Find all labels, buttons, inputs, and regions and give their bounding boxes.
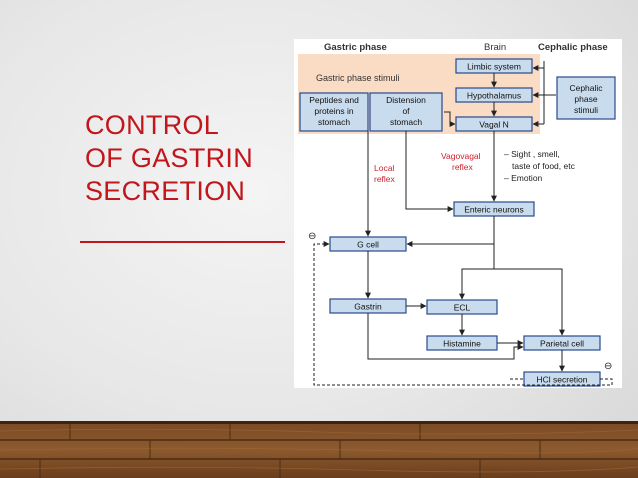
peptides-line-3: stomach bbox=[318, 117, 350, 127]
gastrin-to-parietal-arrow bbox=[367, 313, 524, 360]
distension-line-2: of bbox=[402, 106, 410, 116]
limbic-system-label: Limbic system bbox=[467, 62, 521, 72]
gastric-stimuli-label: Gastric phase stimuli bbox=[316, 73, 400, 83]
peptides-line-2: proteins in bbox=[314, 106, 353, 116]
cephalic-list-line-3: – Emotion bbox=[504, 173, 543, 183]
hcl-secretion-label: HCl secretion bbox=[536, 375, 587, 385]
gastrin-control-diagram: Gastric phase Brain Cephalic phase Gastr… bbox=[294, 39, 622, 388]
ecl-label: ECL bbox=[454, 303, 471, 313]
floor-top-edge bbox=[0, 421, 638, 424]
enteric-to-parietal-arrow bbox=[494, 268, 565, 336]
cephalic-list-line-1: – Sight , smell, bbox=[504, 149, 560, 159]
title-line-3: SECRETION bbox=[85, 176, 246, 206]
peptides-line-1: Peptides and bbox=[309, 95, 359, 105]
g-cell-label: G cell bbox=[357, 240, 379, 250]
title-underline bbox=[80, 241, 285, 243]
vagal-n-label: Vagal N bbox=[479, 120, 509, 130]
local-reflex-line-1: Local bbox=[374, 163, 394, 173]
inhibit-icon-left: ⊖ bbox=[308, 231, 316, 242]
vagovagal-reflex-line-2: reflex bbox=[452, 162, 474, 172]
header-cephalic-phase: Cephalic phase bbox=[538, 42, 608, 53]
distension-line-3: stomach bbox=[390, 117, 422, 127]
distension-line-1: Distension bbox=[386, 95, 426, 105]
distension-to-vagal-arrow bbox=[444, 111, 456, 127]
wood-grain-1 bbox=[0, 428, 638, 435]
wood-grain-3 bbox=[0, 466, 638, 473]
enteric-to-ecl-arrow bbox=[459, 244, 495, 300]
enteric-neurons-label: Enteric neurons bbox=[464, 205, 524, 215]
cephalic-stimuli-box bbox=[556, 76, 616, 120]
title-line-1: CONTROL bbox=[85, 110, 220, 140]
wood-grain-2 bbox=[0, 447, 638, 454]
cephalic-stimuli-line-3: stimuli bbox=[574, 105, 598, 115]
local-reflex-line-2: reflex bbox=[374, 174, 396, 184]
gastrin-label: Gastrin bbox=[354, 302, 382, 312]
header-brain: Brain bbox=[484, 42, 506, 53]
cephalic-stimuli-line-2: phase bbox=[574, 94, 597, 104]
distension-to-enteric-arrow bbox=[405, 131, 454, 212]
hcl-to-gcell-feedback bbox=[313, 241, 613, 386]
parietal-cell-label: Parietal cell bbox=[540, 339, 584, 349]
inhibit-icon-right: ⊖ bbox=[604, 361, 612, 372]
wooden-floor bbox=[0, 421, 638, 478]
cephalic-list-line-2: taste of food, etc bbox=[512, 161, 576, 171]
title-line-2: OF GASTRIN bbox=[85, 143, 254, 173]
histamine-label: Histamine bbox=[443, 339, 481, 349]
header-gastric-phase: Gastric phase bbox=[324, 42, 387, 53]
hypothalamus-label: Hypothalamus bbox=[467, 91, 521, 101]
vagovagal-reflex-line-1: Vagovagal bbox=[441, 151, 481, 161]
peptides-box bbox=[299, 92, 369, 132]
cephalic-stimuli-line-1: Cephalic bbox=[569, 83, 603, 93]
